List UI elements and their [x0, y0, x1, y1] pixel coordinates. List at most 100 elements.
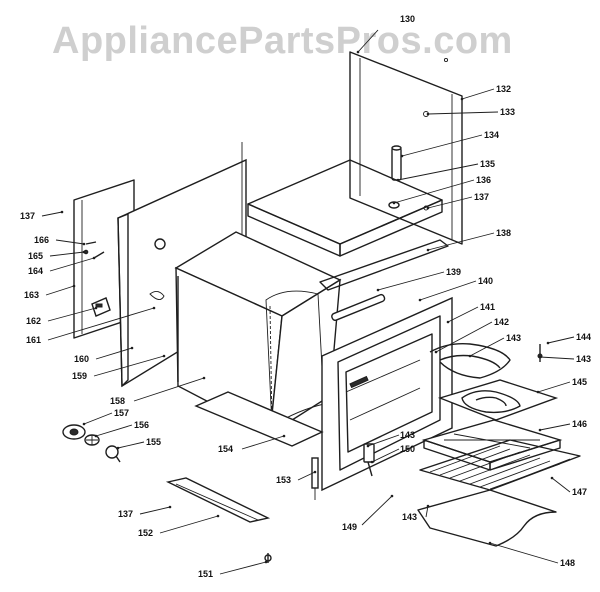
leader-line-137 — [41, 211, 63, 217]
leader-line-143 — [425, 505, 429, 518]
part-callout-145: 145 — [572, 377, 587, 387]
leader-tip-161 — [152, 306, 156, 310]
part-callout-160: 160 — [74, 354, 89, 364]
leader-tip-143 — [538, 355, 542, 359]
screw-151 — [264, 553, 272, 563]
thermostat-156 — [84, 434, 100, 446]
leader-line-151 — [219, 561, 267, 575]
clips-164-166 — [83, 241, 105, 259]
leader-tip-136 — [392, 201, 396, 205]
leader-line-143 — [539, 356, 575, 360]
leader-tip-137 — [60, 210, 64, 214]
leader-tip-162 — [94, 306, 98, 310]
part-callout-143: 143 — [506, 333, 521, 343]
leader-tip-132 — [460, 97, 464, 101]
leader-tip-143 — [366, 444, 370, 448]
bake-element-145 — [437, 379, 559, 421]
leader-tip-144 — [546, 341, 550, 345]
leader-line-155 — [117, 441, 145, 449]
leader-tip-158 — [202, 376, 206, 380]
leader-line-138 — [427, 232, 495, 251]
leader-tip-134 — [400, 154, 404, 158]
part-callout-148: 148 — [560, 558, 575, 568]
leader-line-137 — [427, 196, 473, 209]
bottom-plate-154 — [194, 391, 324, 447]
part-callout-157: 157 — [114, 408, 129, 418]
leader-tip-141 — [446, 320, 450, 324]
leader-tip-151 — [264, 560, 268, 564]
part-callout-134: 134 — [484, 130, 499, 140]
leader-line-149 — [361, 495, 393, 526]
leader-line-132 — [461, 88, 495, 100]
leader-tip-143 — [468, 354, 472, 358]
watermark: AppliancePartsPros.com — [52, 20, 513, 62]
trim-strip-138 — [319, 239, 449, 291]
leader-line-130 — [357, 29, 379, 53]
leader-tip-159 — [162, 354, 166, 358]
part-callout-138: 138 — [496, 228, 511, 238]
leader-line-152 — [159, 515, 219, 534]
part-callout-140: 140 — [478, 276, 493, 286]
part-callout-158: 158 — [110, 396, 125, 406]
part-callout-151: 151 — [198, 569, 213, 579]
leader-line-141 — [447, 306, 479, 323]
part-callout-146: 146 — [572, 419, 587, 429]
leader-line-135 — [397, 163, 479, 181]
leader-line-160 — [95, 347, 133, 360]
part-callout-166: 166 — [34, 235, 49, 245]
leader-tip-137 — [426, 206, 430, 210]
part-callout-143: 143 — [402, 512, 417, 522]
knob-157 — [62, 424, 86, 440]
leader-tip-152 — [216, 514, 220, 518]
leader-line-166 — [55, 239, 85, 245]
leader-line-143 — [469, 337, 505, 357]
leader-tip-140 — [418, 298, 422, 302]
hinge-150 — [363, 443, 375, 477]
part-callout-161: 161 — [26, 335, 41, 345]
part-callout-137: 137 — [20, 211, 35, 221]
broil-element-142 — [429, 342, 511, 379]
leader-tip-150 — [370, 460, 374, 464]
part-callout-130: 130 — [400, 14, 415, 24]
part-callout-150: 150 — [400, 444, 415, 454]
leader-tip-146 — [538, 428, 542, 432]
leader-line-153 — [297, 471, 316, 481]
leader-line-154 — [241, 435, 285, 450]
leader-tip-148 — [488, 541, 492, 545]
leader-line-162 — [47, 307, 97, 322]
leader-tip-145 — [536, 390, 540, 394]
leader-line-158 — [133, 377, 205, 402]
leader-tip-166 — [82, 242, 86, 246]
leader-tip-154 — [282, 434, 286, 438]
leader-tip-133 — [426, 112, 430, 116]
part-callout-164: 164 — [28, 266, 43, 276]
leader-tip-142 — [434, 350, 438, 354]
rear-panel-130 — [349, 51, 463, 245]
bottom-tray-148 — [417, 489, 557, 547]
part-callout-153: 153 — [276, 475, 291, 485]
hardware-144 — [537, 344, 543, 362]
vent-tube-134 — [391, 145, 402, 181]
oven-rack-147 — [419, 439, 581, 491]
part-callout-152: 152 — [138, 528, 153, 538]
leader-line-137 — [139, 506, 171, 515]
leader-line-136 — [393, 179, 475, 204]
leader-line-150 — [371, 448, 400, 463]
part-callout-156: 156 — [134, 420, 149, 430]
part-callout-136: 136 — [476, 175, 491, 185]
leader-tip-138 — [426, 248, 430, 252]
leader-tip-153 — [313, 470, 317, 474]
leader-line-161 — [47, 307, 155, 341]
leader-tip-164 — [92, 256, 96, 260]
part-callout-155: 155 — [146, 437, 161, 447]
leader-tip-135 — [396, 178, 400, 182]
leader-line-156 — [95, 424, 133, 437]
leader-tip-156 — [94, 434, 98, 438]
leader-line-140 — [419, 280, 477, 301]
leader-tip-143 — [426, 504, 430, 508]
fitting-153 — [311, 457, 319, 500]
part-callout-132: 132 — [496, 84, 511, 94]
leader-tip-147 — [550, 476, 554, 480]
leader-line-143 — [367, 434, 400, 447]
